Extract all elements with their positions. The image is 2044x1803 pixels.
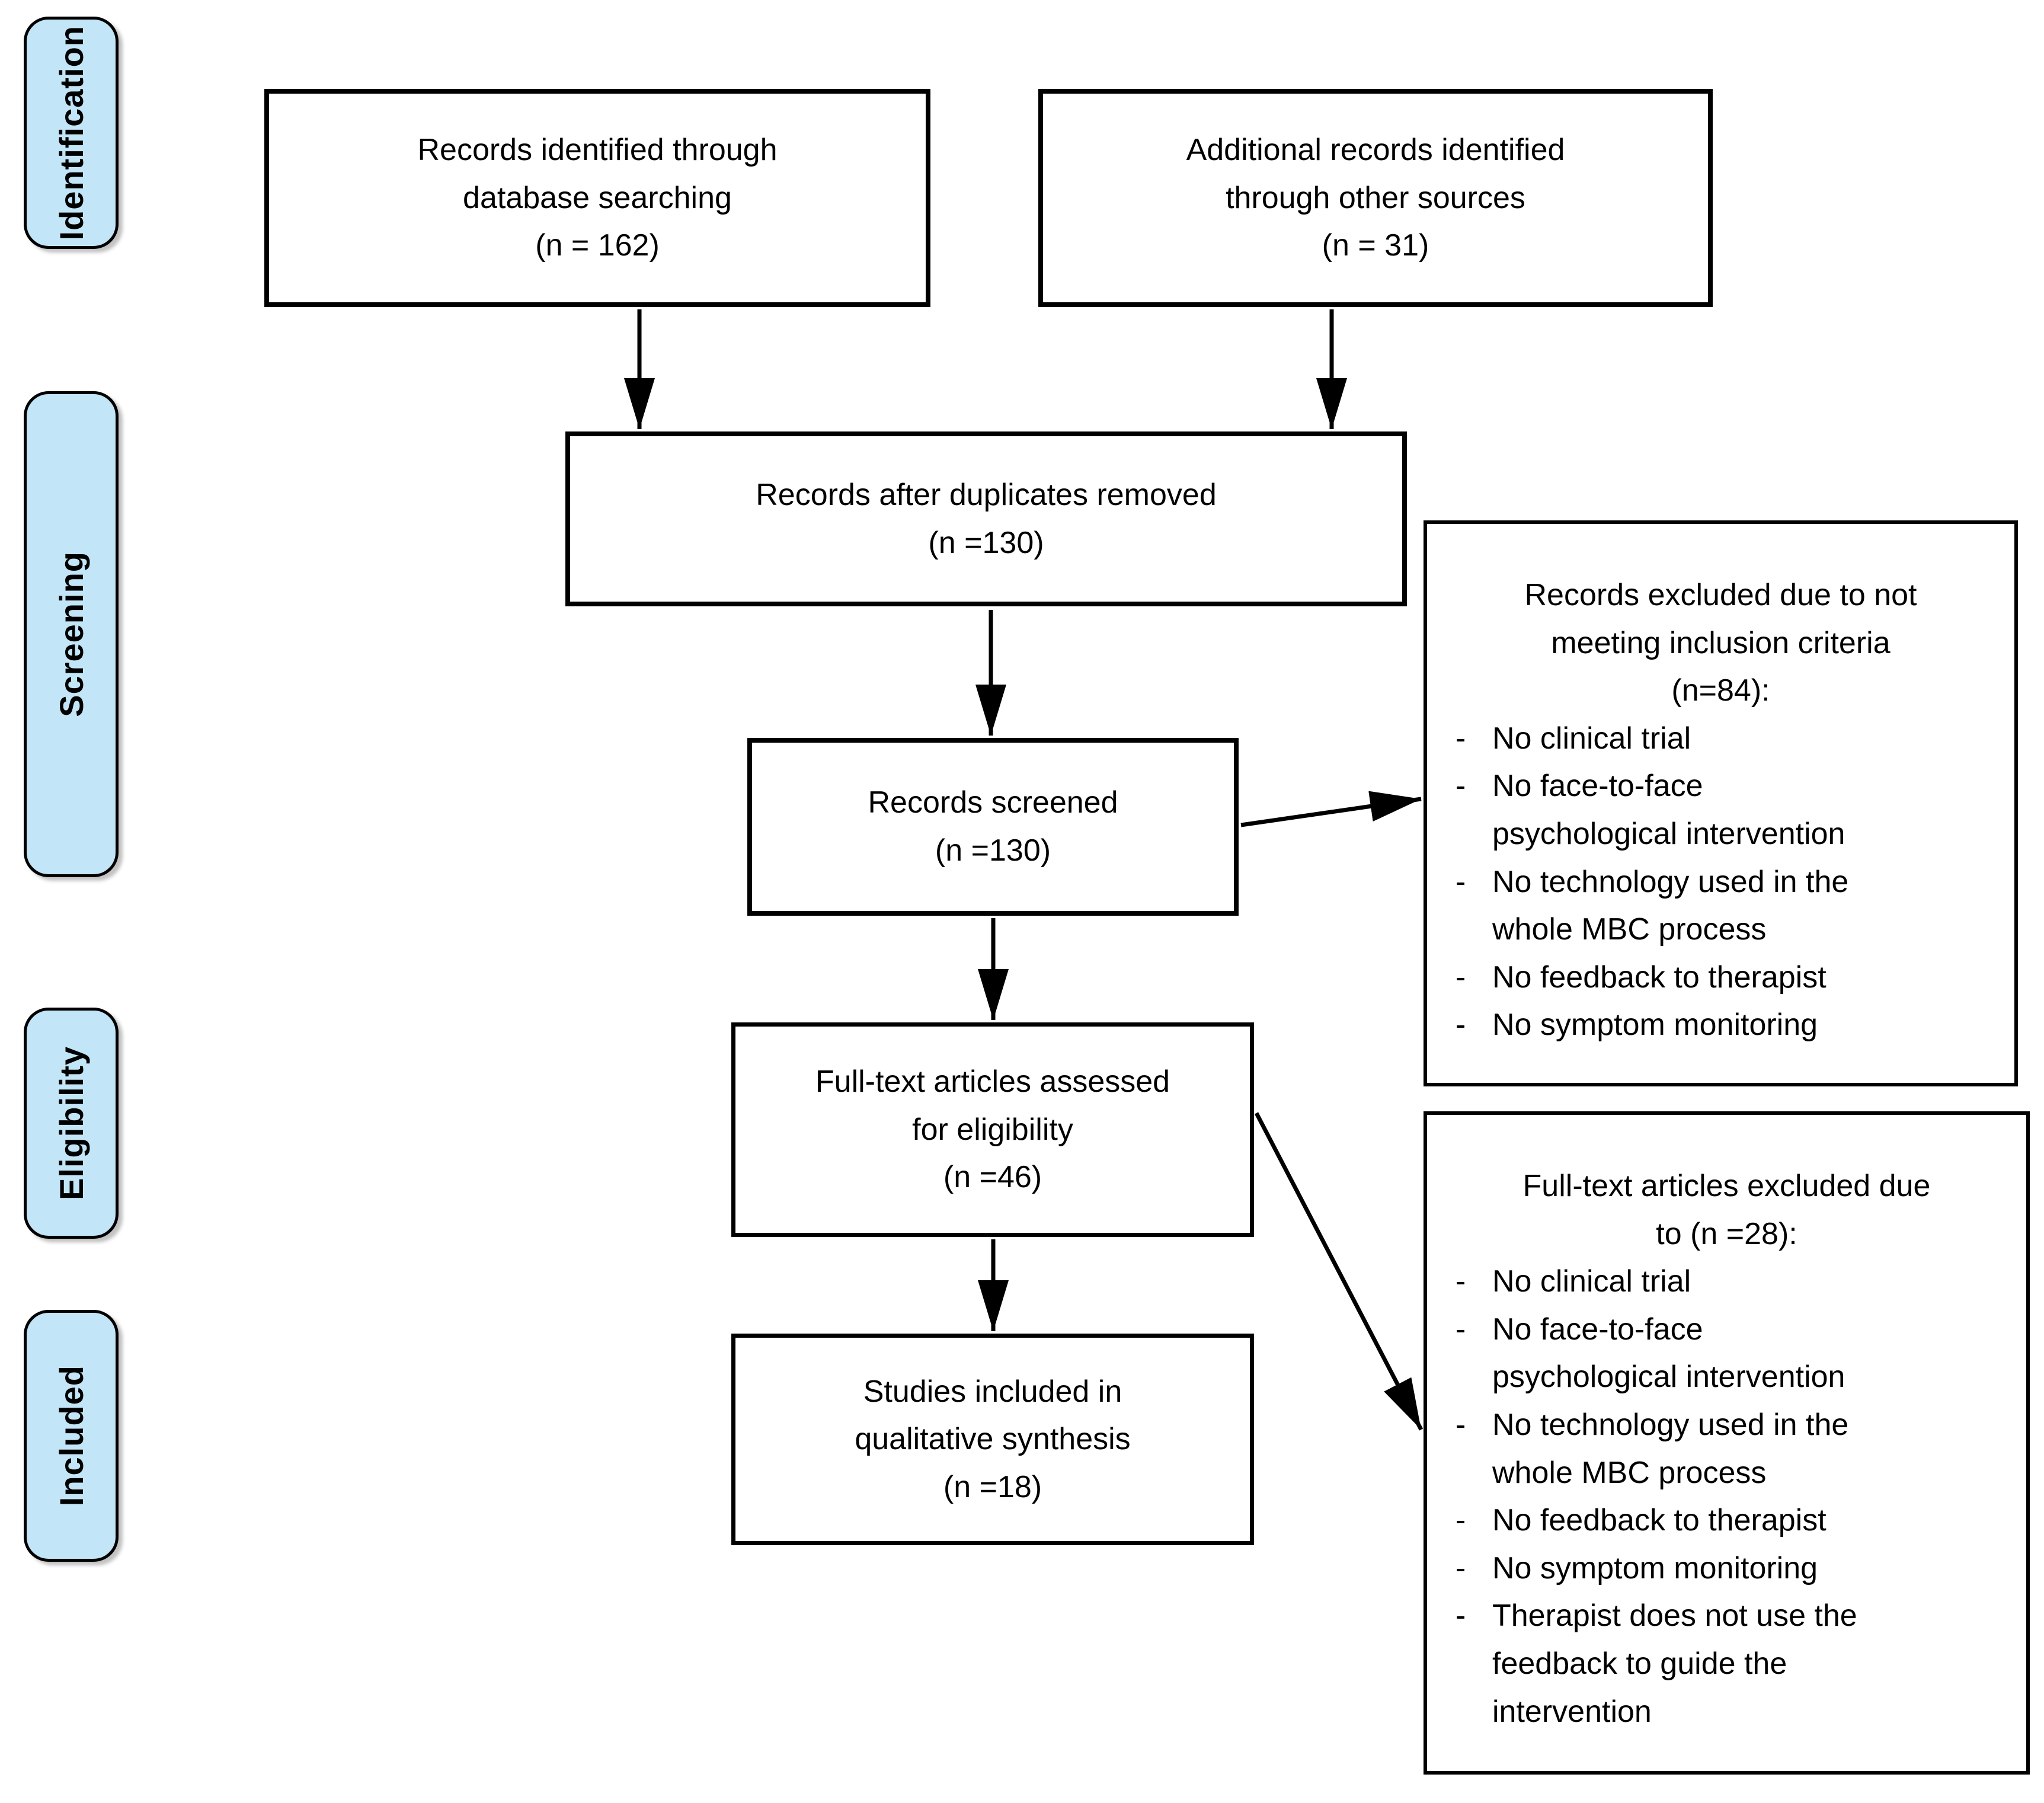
box-line: Full-text articles assessed [815,1064,1170,1099]
exclusion-item-list: - No clinical trial - No face-to-face ps… [1452,1258,2001,1735]
box-line: (n = 31) [1322,228,1429,263]
exclusion-title-line: (n=84): [1671,673,1770,708]
bullet-dash: - [1456,960,1466,995]
bullet-dash: - [1456,1599,1466,1633]
box-line: Records screened [868,785,1118,820]
box-line: (n =130) [928,525,1044,560]
stage-identification: Identification [24,17,119,249]
box-records-screened: Records screened (n =130) [747,738,1239,916]
box-line: for eligibility [912,1112,1073,1147]
exclusion-item-line: No face-to-face [1492,769,1703,804]
box-line: through other sources [1226,180,1525,215]
exclusion-title-line: to (n =28): [1656,1216,1797,1251]
box-line: Studies included in [863,1374,1122,1409]
box-line: (n =18) [943,1469,1042,1504]
bullet-dash: - [1456,1407,1466,1442]
exclusion-item-line: No feedback to therapist [1492,960,1827,995]
box-line: (n = 162) [535,228,660,263]
exclusion-item: - No face-to-face psychological interven… [1456,762,1989,858]
exclusion-title: Full-text articles excluded due to (n =2… [1452,1162,2001,1258]
exclusion-item: - No face-to-face psychological interven… [1456,1306,2001,1401]
exclusion-item-line: No symptom monitoring [1492,1008,1818,1043]
bullet-dash: - [1456,1551,1466,1585]
exclusion-title-line: meeting inclusion criteria [1551,625,1891,660]
box-records-excluded: Records excluded due to not meeting incl… [1424,520,2018,1086]
stage-eligibility-label: Eligibility [52,1046,90,1200]
box-line: qualitative synthesis [855,1422,1131,1457]
box-studies-included: Studies included in qualitative synthesi… [731,1334,1254,1545]
exclusion-item: - No clinical trial [1456,1258,2001,1306]
exclusion-item-line: No technology used in the [1492,1407,1849,1442]
bullet-dash: - [1456,864,1466,899]
exclusion-item-line: whole MBC process [1492,1455,1767,1490]
exclusion-item: - No feedback to therapist [1456,1497,2001,1545]
exclusion-title: Records excluded due to not meeting incl… [1452,571,1989,715]
exclusion-item-list: - No clinical trial - No face-to-face ps… [1452,715,1989,1049]
box-line: Records after duplicates removed [756,477,1217,512]
bullet-dash: - [1456,1264,1466,1299]
stage-screening-label: Screening [52,551,90,717]
box-line: (n =130) [935,833,1051,868]
stage-eligibility: Eligibility [24,1008,119,1239]
exclusion-item-line: whole MBC process [1492,912,1767,947]
exclusion-item-line: psychological intervention [1492,1360,1845,1395]
bullet-dash: - [1456,1008,1466,1043]
box-additional-records: Additional records identified through ot… [1038,89,1713,307]
exclusion-item: - No symptom monitoring [1456,1001,1989,1049]
exclusion-item-line: No face-to-face [1492,1312,1703,1347]
box-line: (n =46) [943,1160,1042,1195]
stage-included: Included [24,1310,119,1562]
exclusion-item: - No feedback to therapist [1456,954,1989,1002]
stage-screening: Screening [24,391,119,877]
exclusion-item-line: intervention [1492,1694,1652,1729]
box-fulltext-excluded: Full-text articles excluded due to (n =2… [1424,1111,2030,1775]
stage-identification-label: Identification [52,25,90,241]
bullet-dash: - [1456,769,1466,804]
exclusion-item: - No technology used in the whole MBC pr… [1456,1401,2001,1497]
stage-included-label: Included [52,1365,90,1507]
exclusion-item: - Therapist does not use the feedback to… [1456,1592,2001,1735]
exclusion-item-line: Therapist does not use the [1492,1599,1857,1633]
bullet-dash: - [1456,1312,1466,1347]
box-duplicates-removed: Records after duplicates removed (n =130… [565,431,1407,606]
exclusion-item-line: No clinical trial [1492,721,1691,756]
bullet-dash: - [1456,1503,1466,1538]
box-records-identified: Records identified through database sear… [264,89,930,307]
exclusion-title-line: Records excluded due to not [1524,578,1917,612]
arrow-fulltext-to-excluded [1254,1112,1424,1431]
exclusion-title-line: Full-text articles excluded due [1522,1169,1931,1203]
box-line: Records identified through [417,133,778,168]
exclusion-item-line: No technology used in the [1492,864,1849,899]
arrow-screened-to-excluded [1240,791,1422,827]
box-fulltext-assessed: Full-text articles assessed for eligibil… [731,1022,1254,1237]
exclusion-item: - No symptom monitoring [1456,1545,2001,1593]
exclusion-item: - No technology used in the whole MBC pr… [1456,858,1989,954]
exclusion-item-line: No symptom monitoring [1492,1551,1818,1585]
bullet-dash: - [1456,721,1466,756]
exclusion-item-line: No feedback to therapist [1492,1503,1827,1538]
exclusion-item-line: feedback to guide the [1492,1646,1787,1681]
box-line: database searching [463,180,732,215]
exclusion-item-line: No clinical trial [1492,1264,1691,1299]
box-line: Additional records identified [1186,133,1565,168]
exclusion-item: - No clinical trial [1456,715,1989,763]
exclusion-item-line: psychological intervention [1492,816,1845,851]
